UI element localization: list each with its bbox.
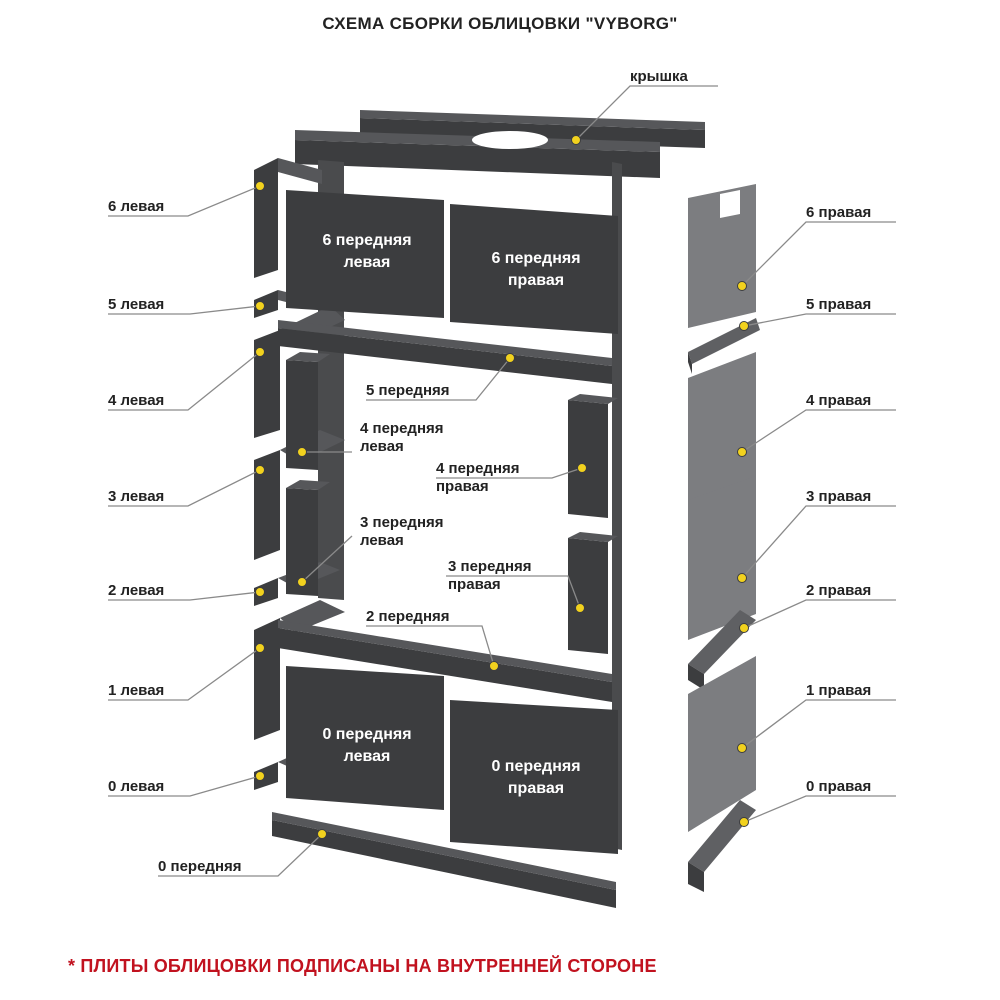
label-left-6: 6 левая	[108, 198, 165, 215]
plate-label-front-6-right: 6 передняя правая	[491, 250, 581, 289]
label-right-1: 1 правая	[806, 682, 872, 699]
leader-lines	[108, 85, 896, 877]
label-left-1: 1 левая	[108, 682, 165, 699]
label-right-3: 3 правая	[806, 488, 872, 505]
label-front-0: 0 передняя	[158, 858, 242, 875]
markers	[255, 135, 749, 839]
footnote: * ПЛИТЫ ОБЛИЦОВКИ ПОДПИСАНЫ НА ВНУТРЕННЕ…	[68, 956, 657, 976]
label-left-2: 2 левая	[108, 582, 165, 599]
plate-label-front-6-left: 6 передняя левая	[322, 232, 412, 271]
label-right-2: 2 правая	[806, 582, 872, 599]
right-pieces	[688, 184, 760, 892]
label-left-3: 3 левая	[108, 488, 165, 505]
label-right-0: 0 правая	[806, 778, 872, 795]
label-left-0: 0 левая	[108, 778, 165, 795]
label-front-5: 5 передняя	[366, 382, 450, 399]
plate-label-front-0-right: 0 передняя правая	[491, 758, 581, 797]
cover-plate	[295, 110, 705, 178]
label-front-4-right: 4 передняя правая	[436, 460, 520, 495]
label-left-5: 5 левая	[108, 296, 165, 313]
front-plates	[272, 190, 618, 908]
label-right-5: 5 правая	[806, 296, 872, 313]
diagram-title: СХЕМА СБОРКИ ОБЛИЦОВКИ "VYBORG"	[322, 14, 678, 33]
right-back-post	[612, 162, 622, 850]
label-kryshka: крышка	[630, 68, 688, 85]
label-right-6: 6 правая	[806, 204, 872, 221]
label-front-4-left: 4 передняя левая	[360, 420, 444, 455]
label-right-4: 4 правая	[806, 392, 872, 409]
label-front-3-right: 3 передняя правая	[448, 558, 532, 593]
label-front-2: 2 передняя	[366, 608, 450, 625]
label-left-4: 4 левая	[108, 392, 165, 409]
label-front-3-left: 3 передняя левая	[360, 514, 444, 549]
plate-label-front-0-left: 0 передняя левая	[322, 726, 412, 765]
